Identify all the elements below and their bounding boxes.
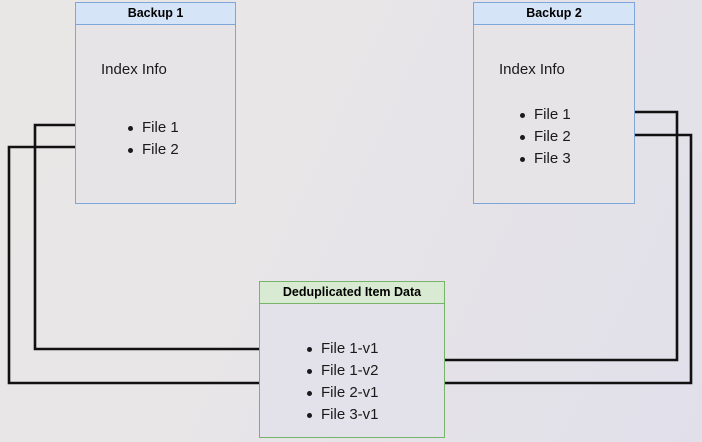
backup-1-file-list: File 1 File 2 [126,117,179,161]
node-backup-1-title: Backup 1 [76,3,235,25]
node-deduplicated-item-data[interactable]: Deduplicated Item Data File 1-v1 File 1-… [259,281,445,438]
list-item[interactable]: File 1-v1 [305,338,379,360]
dedup-item-list: File 1-v1 File 1-v2 File 2-v1 File 3-v1 [305,338,379,426]
node-backup-1-body: Index Info File 1 File 2 [76,25,235,203]
node-dedup-body: File 1-v1 File 1-v2 File 2-v1 File 3-v1 [260,304,444,437]
list-item[interactable]: File 3 [518,148,571,170]
node-backup-2-body: Index Info File 1 File 2 File 3 [474,25,634,203]
node-backup-2[interactable]: Backup 2 Index Info File 1 File 2 File 3 [473,2,635,204]
list-item[interactable]: File 2 [126,139,179,161]
backup-2-file-list: File 1 File 2 File 3 [518,104,571,170]
list-item[interactable]: File 2 [518,126,571,148]
node-backup-2-title: Backup 2 [474,3,634,25]
node-backup-1[interactable]: Backup 1 Index Info File 1 File 2 [75,2,236,204]
list-item[interactable]: File 1 [126,117,179,139]
node-dedup-title: Deduplicated Item Data [260,282,444,304]
backup-2-index-label: Index Info [499,61,565,78]
backup-1-index-label: Index Info [101,61,167,78]
list-item[interactable]: File 1-v2 [305,360,379,382]
list-item[interactable]: File 2-v1 [305,382,379,404]
list-item[interactable]: File 1 [518,104,571,126]
list-item[interactable]: File 3-v1 [305,404,379,426]
